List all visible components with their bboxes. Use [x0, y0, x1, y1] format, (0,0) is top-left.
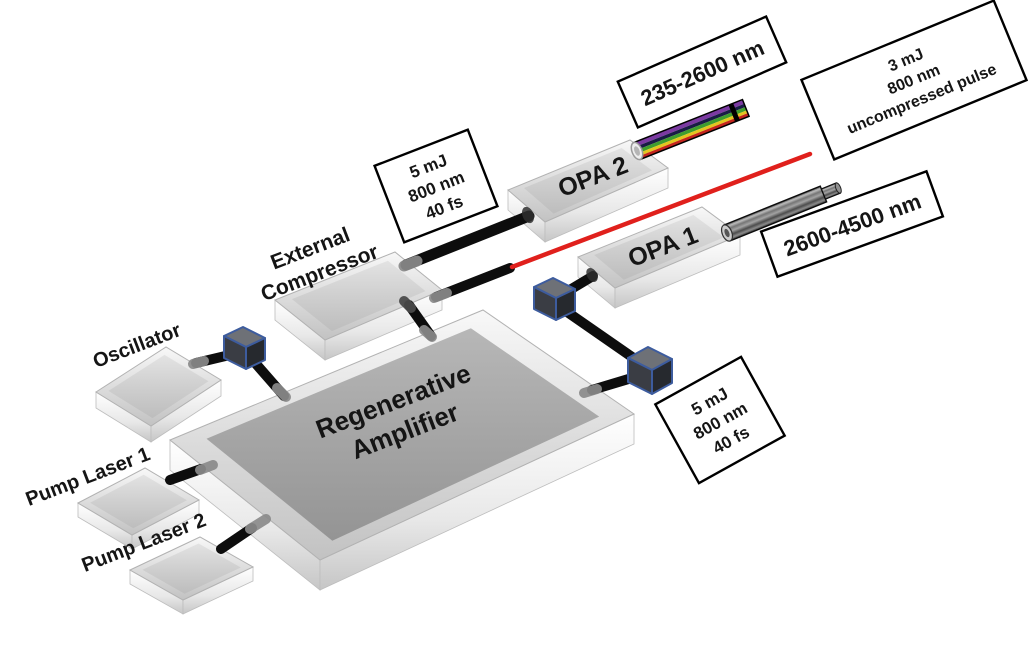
rainbow-stripe: [635, 103, 746, 151]
cube-right-face: [245, 337, 266, 370]
pump-laser-1-box: [76, 467, 201, 550]
rainbow-stripe: [637, 110, 748, 157]
beam-cap: [399, 296, 416, 313]
beam-compressor-to-opa2: [400, 210, 535, 271]
cube-right-face: [651, 358, 673, 395]
beam-paths: [165, 151, 813, 554]
label-box-border: [653, 355, 787, 485]
label-box-border: [616, 14, 788, 130]
opa2-input-port: [521, 206, 535, 224]
ir-cylinder-tip-cap: [834, 182, 842, 194]
opa1-top-plateau: [594, 215, 724, 280]
beam-cap: [245, 514, 271, 534]
label-box-uncompressed-pulse: 3 mJ 800 nm uncompressed pulse: [799, 0, 1029, 161]
pump2-top-plateau: [142, 543, 241, 594]
red-uncompressed-beam: [509, 151, 813, 270]
beam-cap: [429, 288, 452, 303]
label-box-border: [759, 169, 945, 279]
mirror-cube-oscillator: [223, 326, 266, 370]
label-box-border: [799, 0, 1029, 161]
pump1-top-plateau: [90, 474, 187, 529]
rainbow-stripe: [639, 113, 750, 160]
regenerative-amplifier-box: [169, 309, 636, 591]
oscillator-top-plateau: [108, 354, 209, 419]
label-box-compressed-pulse-right: 5 mJ 800 nm 40 fs: [653, 355, 787, 485]
cube-right-face: [555, 288, 576, 321]
ir-exit-aperture-center: [724, 228, 730, 238]
rainbow-stripe: [633, 99, 745, 147]
mirror-cube-lower: [627, 346, 673, 395]
regen-top-plateau: [206, 328, 600, 541]
beam-cap: [188, 356, 209, 369]
opa1-infrared-output-beam: [720, 182, 842, 242]
label-box-border: [373, 128, 499, 244]
external-compressor-box: [274, 251, 443, 361]
opa2-top-plateau: [524, 148, 652, 214]
beam-cap: [579, 384, 602, 398]
compressor-top-plateau: [291, 260, 426, 332]
rainbow-end-band: [728, 103, 740, 122]
rainbow-exit-aperture-center: [634, 146, 640, 156]
beam-cap: [272, 383, 291, 402]
beam-cap: [398, 255, 423, 272]
rainbow-stripe: [636, 106, 747, 154]
opa1-box: [577, 206, 742, 309]
opa1-input-port: [586, 268, 598, 282]
label-box-compressed-pulse-left: 5 mJ 800 nm 40 fs: [373, 128, 499, 244]
beam-cap: [419, 325, 437, 342]
opa2-rainbow-output-beam: [630, 98, 751, 161]
beam-cap: [195, 460, 218, 475]
mirror-cube-upper: [533, 277, 576, 321]
